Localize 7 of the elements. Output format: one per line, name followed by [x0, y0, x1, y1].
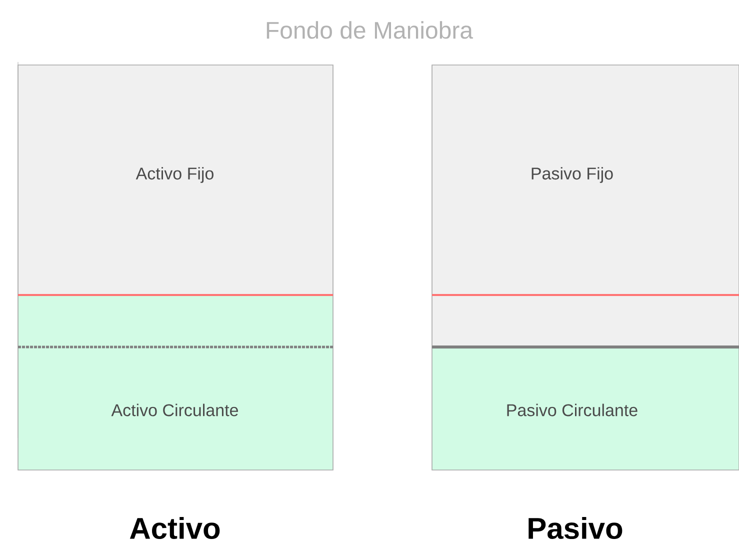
section-box: Pasivo Circulante — [432, 346, 739, 470]
section-box: Activo Fijo — [18, 64, 334, 296]
title: Fondo de Maniobra — [266, 21, 474, 39]
section-box: Pasivo Fijo — [432, 64, 739, 348]
column-label: Activo — [130, 516, 220, 539]
column-label: Pasivo — [528, 516, 622, 539]
section-box: Activo Circulante — [18, 294, 334, 470]
